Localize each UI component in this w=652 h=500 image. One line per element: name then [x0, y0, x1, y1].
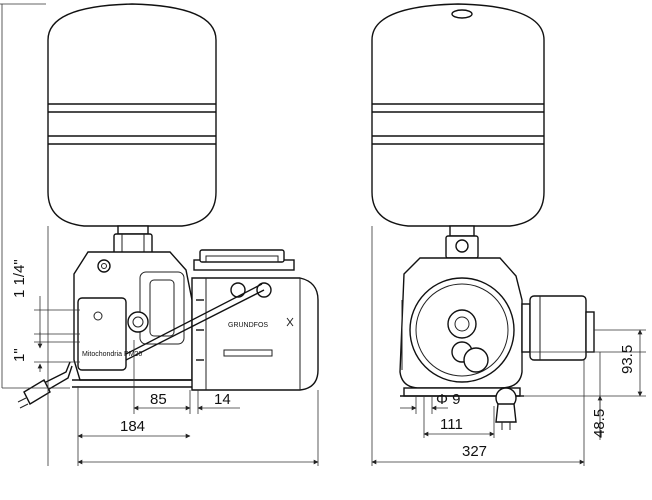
side-cable-plug: [17, 283, 265, 409]
front-tank: [371, 3, 545, 227]
front-riser-pipe: [445, 225, 479, 259]
dim-1-1-4-inch: 1 1/4": [11, 259, 28, 298]
brand-label: GRUNDFOS: [228, 322, 268, 329]
side-tank: [47, 3, 217, 227]
side-view: GRUNDFOS Mitochondria PM20: [0, 3, 319, 466]
side-motor: GRUNDFOS: [191, 249, 319, 391]
front-dimensions: Φ 9 111 327 93.5 48.5: [371, 226, 646, 466]
dim-diameter-9: Φ 9: [436, 391, 460, 408]
side-riser-pipe: [113, 225, 153, 257]
front-view: Φ 9 111 327 93.5 48.5: [371, 3, 646, 466]
front-plug: [495, 387, 517, 430]
control-box-label: Mitochondria PM20: [82, 351, 142, 358]
dim-48-5: 48.5: [591, 409, 608, 438]
dim-1-inch: 1": [11, 348, 28, 362]
front-motor: [521, 295, 595, 361]
side-dimensions: 1 1/4" 1" 85 14 184: [0, 3, 319, 466]
dim-85: 85: [150, 391, 167, 408]
dim-327: 327: [462, 443, 487, 460]
dim-184: 184: [120, 418, 145, 435]
dim-93-5: 93.5: [619, 345, 636, 374]
dim-14: 14: [214, 391, 231, 408]
dim-111: 111: [440, 416, 463, 433]
front-pump-body: [399, 257, 524, 397]
